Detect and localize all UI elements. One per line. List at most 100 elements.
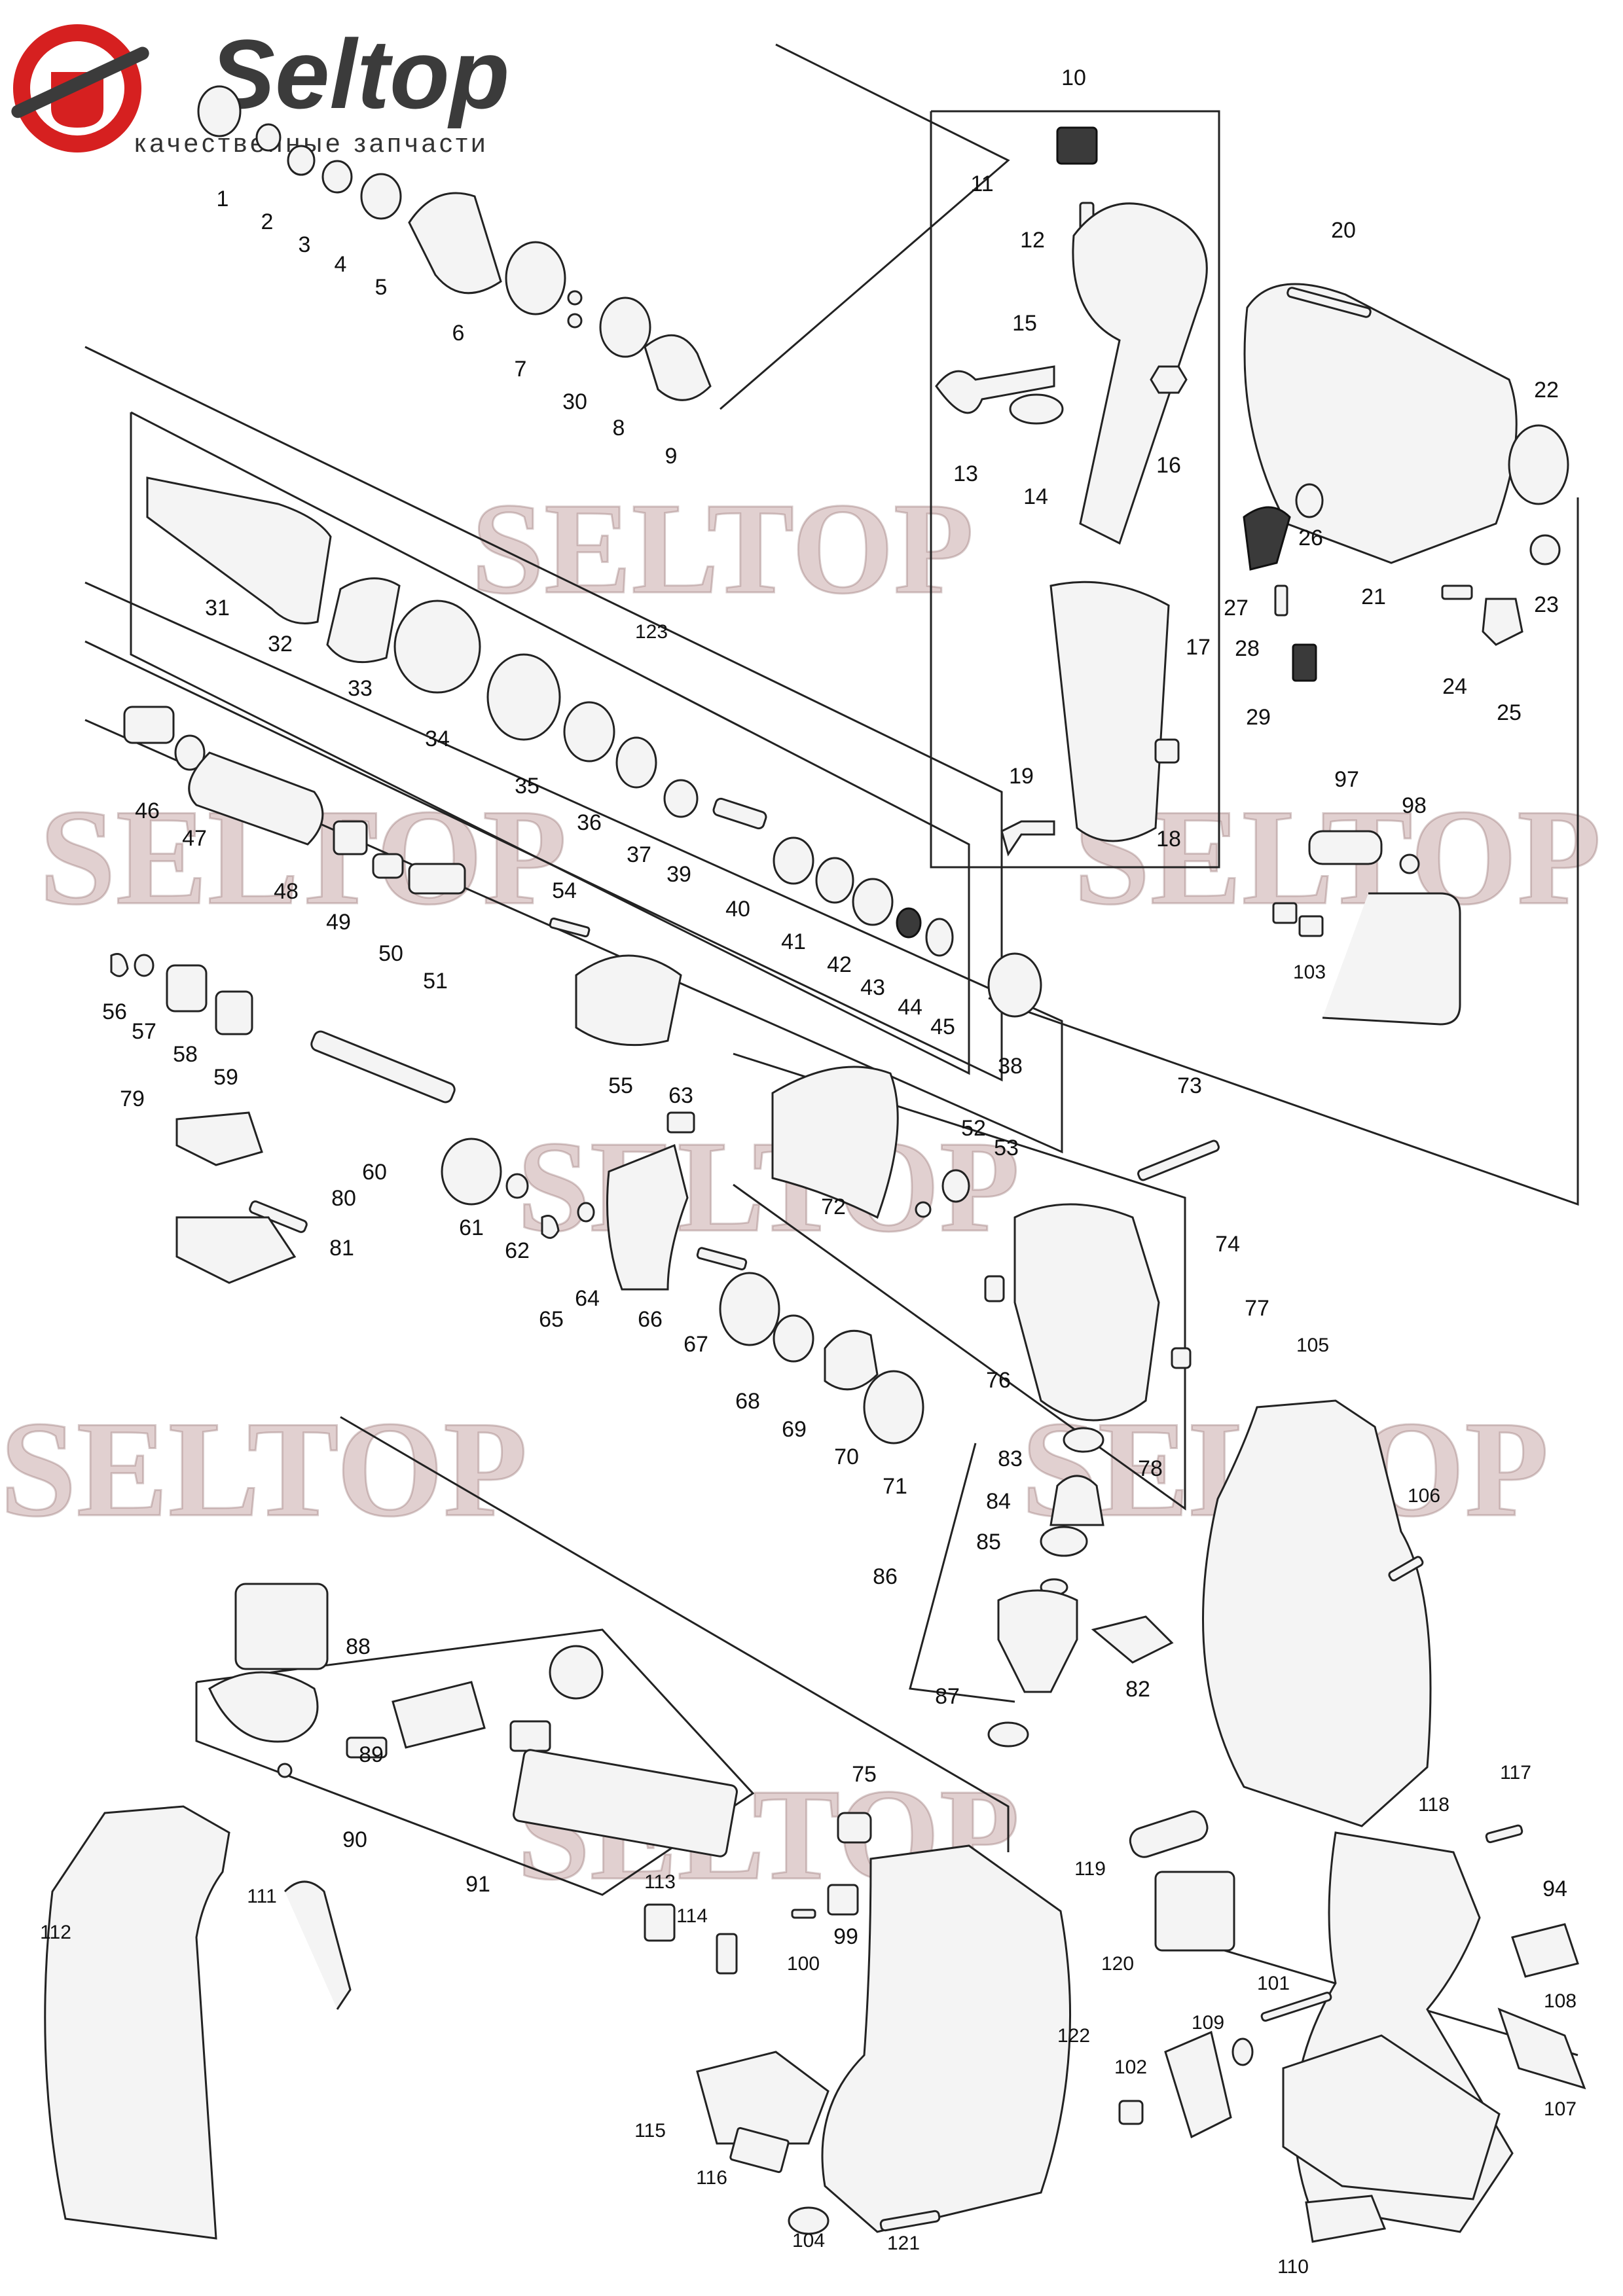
callout-37: 37 <box>627 842 651 867</box>
part-7 <box>505 241 566 315</box>
part-20 <box>1286 287 1372 318</box>
part-105 <box>1202 1399 1432 1827</box>
callout-63: 63 <box>668 1083 693 1108</box>
callout-35: 35 <box>515 774 539 798</box>
part-94 <box>1511 1923 1579 1978</box>
part-9 <box>644 334 712 401</box>
frame-handle <box>930 110 1220 869</box>
part-62 <box>505 1173 529 1199</box>
part-40 <box>712 797 767 830</box>
callout-58: 58 <box>173 1042 198 1067</box>
callout-86: 86 <box>873 1564 898 1589</box>
callout-76: 76 <box>986 1368 1011 1393</box>
callout-110: 110 <box>1277 2256 1309 2278</box>
callout-57: 57 <box>132 1019 156 1044</box>
wrench-icon <box>11 46 149 118</box>
part-91c <box>509 1720 551 1752</box>
part-2 <box>255 123 282 152</box>
callout-47: 47 <box>182 826 207 851</box>
callout-97: 97 <box>1334 767 1359 792</box>
callout-85: 85 <box>976 1530 1001 1554</box>
part-54 <box>549 917 591 938</box>
callout-39: 39 <box>666 862 691 887</box>
part-48 <box>188 751 324 846</box>
part-74 <box>1013 1203 1160 1422</box>
part-59 <box>215 990 253 1035</box>
callout-100: 100 <box>787 1953 820 1975</box>
part-80 <box>249 1200 308 1233</box>
callout-11: 11 <box>970 171 993 196</box>
callout-80: 80 <box>331 1186 356 1211</box>
part-25 <box>1482 598 1523 646</box>
part-6 <box>408 192 502 295</box>
callout-51: 51 <box>423 969 448 994</box>
part-103b <box>1298 915 1324 937</box>
part-101 <box>1260 1992 1332 2022</box>
callout-18: 18 <box>1156 827 1181 852</box>
callout-87: 87 <box>935 1684 960 1709</box>
part-70 <box>824 1329 879 1391</box>
part-116 <box>729 2126 790 2174</box>
part-47 <box>174 734 206 771</box>
part-22 <box>1508 424 1569 505</box>
part-55 <box>575 954 682 1047</box>
part-97 <box>1308 830 1383 865</box>
callout-26: 26 <box>1298 526 1323 550</box>
watermark-4: SELTOP <box>517 1115 1019 1259</box>
callout-53: 53 <box>994 1136 1019 1160</box>
part-88 <box>234 1583 329 1670</box>
callout-16: 16 <box>1156 453 1181 478</box>
part-82 <box>1091 1615 1174 1664</box>
callout-106: 106 <box>1408 1485 1440 1507</box>
part-1 <box>197 85 242 137</box>
callout-121: 121 <box>887 2233 920 2254</box>
part-102 <box>1118 2100 1144 2125</box>
part-16 <box>1150 365 1188 394</box>
callout-30: 30 <box>562 389 587 414</box>
part-28 <box>1274 584 1288 617</box>
part-50 <box>372 853 404 879</box>
part-87 <box>987 1721 1029 1748</box>
callout-94: 94 <box>1542 1876 1567 1901</box>
callout-82: 82 <box>1125 1677 1150 1702</box>
callout-83: 83 <box>998 1446 1023 1471</box>
callout-104: 104 <box>792 2230 825 2251</box>
callout-122: 122 <box>1057 2025 1090 2047</box>
callout-112: 112 <box>40 1922 71 1943</box>
callout-20: 20 <box>1331 218 1356 243</box>
callout-6: 6 <box>452 321 465 346</box>
part-60 <box>310 1030 456 1103</box>
frame-inner <box>130 411 970 1075</box>
callout-55: 55 <box>608 1073 633 1098</box>
callout-73: 73 <box>1177 1073 1202 1098</box>
part-112 <box>44 1805 230 2240</box>
part-58 <box>166 964 208 1013</box>
callout-113: 113 <box>644 1871 676 1893</box>
callout-102: 102 <box>1114 2056 1147 2078</box>
callout-40: 40 <box>725 897 750 922</box>
callout-31: 31 <box>205 596 230 620</box>
part-26b <box>1295 483 1324 518</box>
callout-120: 120 <box>1101 1953 1134 1975</box>
part-103a <box>1272 902 1298 924</box>
callout-114: 114 <box>676 1905 708 1927</box>
part-84 <box>1040 1526 1088 1557</box>
part-32 <box>146 476 332 624</box>
part-53 <box>941 1169 970 1203</box>
part-79 <box>175 1111 263 1166</box>
callout-33: 33 <box>348 676 373 701</box>
part-38 <box>987 952 1042 1018</box>
part-13 <box>935 365 1055 414</box>
part-17 <box>1049 581 1170 842</box>
part-33 <box>326 577 401 664</box>
part-115 <box>696 2051 830 2145</box>
part-113 <box>644 1903 676 1942</box>
frame-motor <box>909 1443 1015 1703</box>
part-49 <box>333 820 368 855</box>
part-98 <box>1399 853 1420 874</box>
part-90 <box>277 1763 293 1778</box>
part-111 <box>283 1880 352 2010</box>
callout-9: 9 <box>665 444 678 469</box>
callout-71: 71 <box>883 1474 907 1499</box>
part-117 <box>1485 1824 1523 1844</box>
